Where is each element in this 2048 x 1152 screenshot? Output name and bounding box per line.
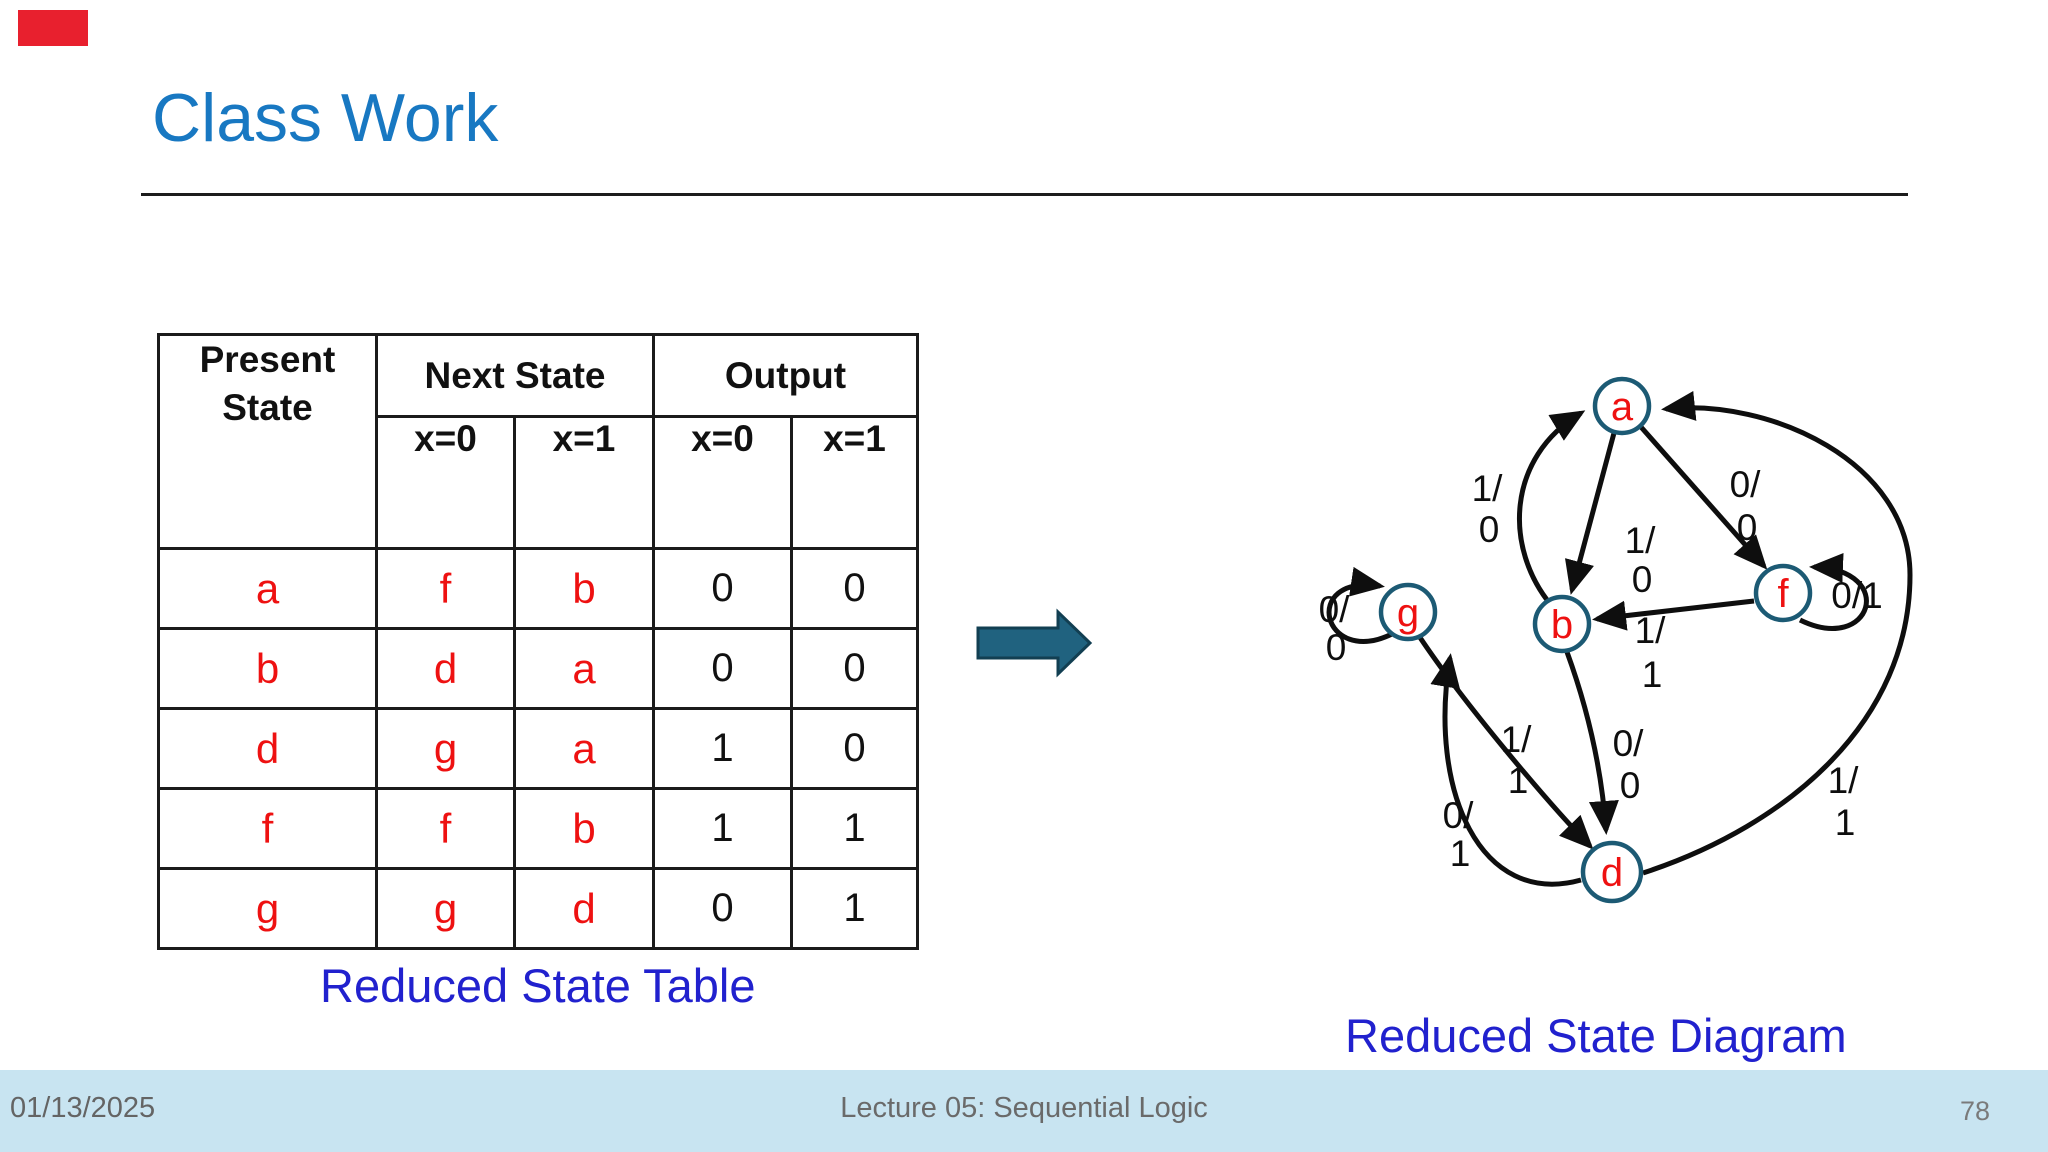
footer-date: 01/13/2025 [10,1092,156,1124]
next-x1-cell: a [513,707,655,790]
out-x1-cell: 0 [790,627,919,710]
node-b-label: b [1551,603,1573,647]
edge-b-to-a [1516,410,1586,607]
present-cell: f [157,787,378,870]
table-row: d g a 1 0 [157,707,919,790]
header-present-line2: State [222,387,313,429]
label-a-to-b-1: 1/ [1625,520,1657,561]
next-x0-cell: g [375,707,516,790]
state-node-g [1378,582,1438,642]
edge-g-self-loop [1326,566,1394,644]
table-row: f f b 1 1 [157,787,919,870]
label-d-to-a-1: 1/ [1828,760,1860,801]
edge-a-to-f [1639,425,1768,570]
label-g-to-d-2: 1 [1508,760,1529,801]
header-next-x0: x=0 [375,415,516,550]
footer-lecture-title: Lecture 05: Sequential Logic [840,1092,1208,1124]
label-a-to-f-1: 0/ [1730,464,1762,505]
out-x0-cell: 0 [652,547,793,630]
label-g-loop-2: 0 [1326,627,1347,668]
header-next-x1: x=1 [513,415,655,550]
header-output-x1: x=1 [790,415,919,550]
out-x1-cell: 1 [790,787,919,870]
diagram-caption: Reduced State Diagram [1345,1009,1847,1062]
label-b-to-a-2: 0 [1479,509,1500,550]
right-block-arrow [976,608,1093,678]
edge-a-to-b [1565,432,1617,595]
header-output-x0: x=0 [652,415,793,550]
node-f-label: f [1777,572,1789,616]
next-x1-cell: b [513,787,655,870]
label-f-to-b-2: 1 [1642,654,1663,695]
label-f-loop: 0/1 [1831,575,1882,616]
next-x0-cell: g [375,867,516,950]
present-cell: d [157,707,378,790]
label-a-to-b-2: 0 [1632,559,1653,600]
out-x1-cell: 0 [790,707,919,790]
out-x1-cell: 1 [790,867,919,950]
out-x0-cell: 0 [652,867,793,950]
label-d-to-g-2: 1 [1450,833,1471,874]
present-cell: b [157,627,378,710]
red-corner-marker [18,10,88,46]
table-row: a f b 0 0 [157,547,919,630]
table-row: b d a 0 0 [157,627,919,710]
out-x0-cell: 1 [652,707,793,790]
state-node-a [1592,376,1652,436]
out-x1-cell: 0 [790,547,919,630]
title-divider [141,193,1908,196]
header-output: Output [652,333,919,418]
state-node-d [1580,840,1644,904]
next-x0-cell: d [375,627,516,710]
header-next-state: Next State [375,333,655,418]
header-present-state: Present State [157,333,378,550]
next-x1-cell: b [513,547,655,630]
slide-title: Class Work [152,80,499,156]
label-g-to-d-1: 1/ [1501,719,1533,760]
edge-f-self-loop [1798,553,1869,631]
footer-bar: 01/13/2025 Lecture 05: Sequential Logic … [0,1070,2048,1152]
header-present-line1: Present [199,339,336,380]
reduced-state-table: Present State Next State Output x=0 x=1 … [157,333,919,950]
present-cell: g [157,867,378,950]
label-b-to-d-1: 0/ [1613,723,1645,764]
table-row: g g d 0 1 [157,867,919,950]
edge-d-to-g [1430,653,1582,887]
node-a-label: a [1611,385,1634,429]
edge-d-to-a [1642,391,1913,876]
next-x0-cell: f [375,547,516,630]
label-b-to-a-1: 1/ [1472,468,1504,509]
state-node-b [1532,594,1592,654]
table-caption: Reduced State Table [320,959,756,1012]
out-x0-cell: 0 [652,627,793,710]
present-cell: a [157,547,378,630]
node-g-label: g [1397,591,1419,635]
node-d-label: d [1601,851,1623,895]
label-d-to-g-1: 0/ [1443,795,1475,836]
edge-f-to-b [1592,598,1755,631]
next-x0-cell: f [375,787,516,870]
label-g-loop-1: 0/ [1319,589,1351,630]
label-f-to-b-1: 1/ [1635,610,1667,651]
out-x0-cell: 1 [652,787,793,870]
label-d-to-a-2: 1 [1835,802,1856,843]
footer-page-number: 78 [1959,1096,1990,1126]
next-x1-cell: a [513,627,655,710]
label-b-to-d-2: 0 [1620,765,1641,806]
next-x1-cell: d [513,867,655,950]
label-a-to-f-2: 0 [1737,507,1758,548]
edge-b-to-d [1564,651,1619,835]
state-node-f [1753,563,1813,623]
